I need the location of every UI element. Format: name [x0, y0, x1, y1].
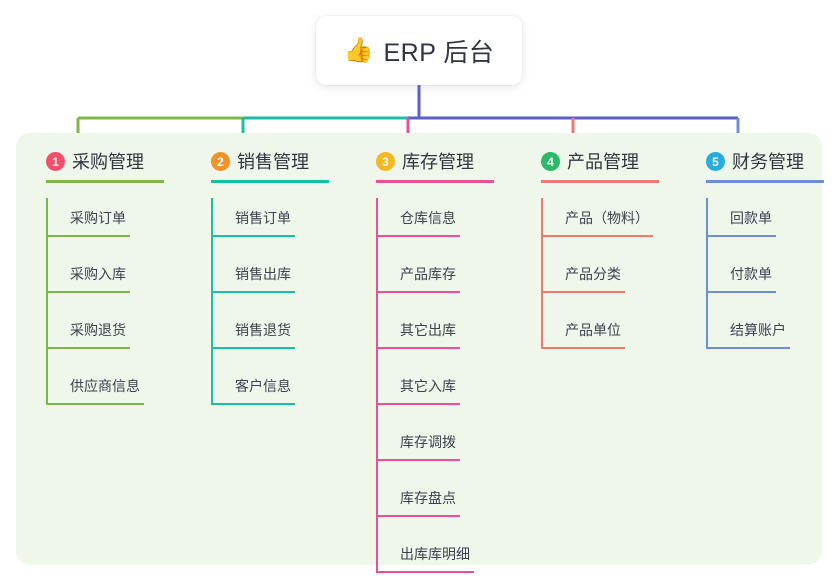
column-spine	[706, 198, 708, 349]
column-index-badge: 1	[46, 152, 65, 171]
leaf-item-label: 库存盘点	[400, 490, 456, 506]
leaf-item-underline	[541, 291, 625, 293]
leaf-item-label: 采购退货	[70, 322, 126, 338]
column-index-badge: 4	[541, 152, 560, 171]
column-title: 产品管理	[567, 152, 639, 172]
leaf-item-label: 仓库信息	[400, 210, 456, 226]
column-header-underline	[706, 180, 824, 183]
leaf-item-underline	[706, 291, 776, 293]
column-title: 销售管理	[237, 152, 309, 172]
column-spine	[46, 198, 48, 405]
column-spine	[376, 198, 378, 573]
column-index-badge: 5	[706, 152, 725, 171]
leaf-item-label: 出库库明细	[400, 546, 470, 562]
leaf-item-underline	[376, 291, 460, 293]
leaf-item-underline	[211, 235, 295, 237]
leaf-item-label: 采购订单	[70, 210, 126, 226]
leaf-item-label: 产品库存	[400, 266, 456, 282]
leaf-item-underline	[706, 347, 790, 349]
leaf-item-label: 产品分类	[565, 266, 621, 282]
leaf-item-underline	[541, 235, 653, 237]
leaf-item-label: 产品（物料）	[565, 210, 649, 226]
leaf-item-label: 销售退货	[235, 322, 291, 338]
column-spine	[541, 198, 543, 349]
leaf-item-underline	[46, 291, 130, 293]
leaf-item-label: 回款单	[730, 210, 772, 226]
leaf-item-label: 库存调拨	[400, 434, 456, 450]
leaf-item-underline	[376, 403, 460, 405]
leaf-item-label: 产品单位	[565, 322, 621, 338]
leaf-item-underline	[211, 403, 295, 405]
column-spine	[211, 198, 213, 405]
column-index-badge: 3	[376, 152, 395, 171]
leaf-item-underline	[211, 347, 295, 349]
column-header-underline	[211, 180, 329, 183]
column-title: 财务管理	[732, 152, 804, 172]
leaf-item-underline	[211, 291, 295, 293]
column-title: 库存管理	[402, 152, 474, 172]
leaf-item-label: 销售订单	[235, 210, 291, 226]
leaf-item-label: 其它出库	[400, 322, 456, 338]
column-header-underline	[376, 180, 494, 183]
root-node-title: ERP 后台	[383, 38, 495, 67]
leaf-item-label: 其它入库	[400, 378, 456, 394]
column-header-underline	[46, 180, 164, 183]
leaf-item-label: 结算账户	[730, 322, 786, 338]
leaf-item-underline	[376, 347, 460, 349]
leaf-item-underline	[376, 571, 474, 573]
leaf-item-underline	[376, 459, 460, 461]
leaf-item-label: 采购入库	[70, 266, 126, 282]
leaf-item-underline	[376, 515, 460, 517]
leaf-item-label: 销售出库	[235, 266, 291, 282]
column-index-badge: 2	[211, 152, 230, 171]
column-header-underline	[541, 180, 659, 183]
leaf-item-label: 付款单	[730, 266, 772, 282]
leaf-item-underline	[46, 403, 144, 405]
thumbs-up-emoji: 👍	[343, 36, 374, 64]
leaf-item-underline	[46, 347, 130, 349]
leaf-item-label: 供应商信息	[70, 378, 140, 394]
diagram-panel	[16, 133, 822, 565]
leaf-item-label: 客户信息	[235, 378, 291, 394]
column-title: 采购管理	[72, 152, 144, 172]
leaf-item-underline	[706, 235, 776, 237]
leaf-item-underline	[541, 347, 625, 349]
leaf-item-underline	[376, 235, 460, 237]
leaf-item-underline	[46, 235, 130, 237]
root-node[interactable]: 👍 ERP 后台	[316, 16, 522, 85]
